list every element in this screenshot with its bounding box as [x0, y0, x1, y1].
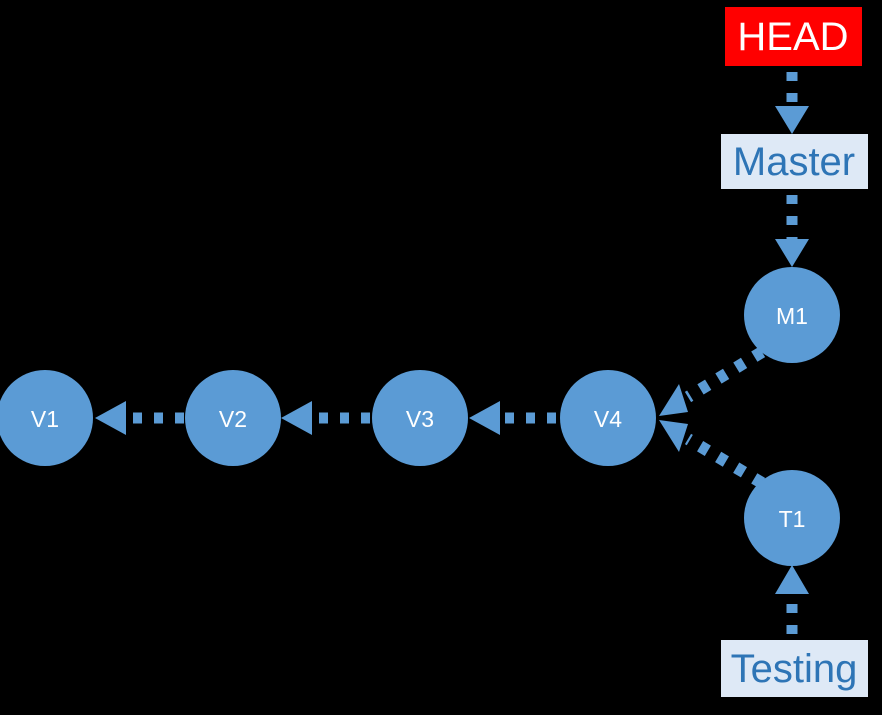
commit-node-m1[interactable]: M1 [744, 267, 840, 363]
edge-head-to-master [775, 72, 809, 134]
commit-circle-v2[interactable] [185, 370, 281, 466]
head-pointer-label: HEAD [737, 15, 848, 59]
edge-t1-to-v4-line [684, 433, 766, 489]
branch-pointer-testing-label: Testing [731, 647, 858, 691]
commit-label-v3: V3 [406, 406, 434, 432]
commit-label-v1: V1 [31, 406, 59, 432]
commit-label-v2: V2 [219, 406, 247, 432]
edge-v2-to-v1 [95, 401, 184, 435]
edge-head-to-master-arrowhead [775, 106, 809, 134]
commit-circle-v3[interactable] [372, 370, 468, 466]
edge-v3-to-v2-arrowhead [281, 401, 312, 435]
commit-circle-v4[interactable] [560, 370, 656, 466]
head-pointer-box[interactable]: HEAD [725, 7, 862, 66]
branch-pointer-master[interactable]: Master [721, 134, 868, 189]
commit-circle-t1[interactable] [744, 470, 840, 566]
edge-v4-to-v3-arrowhead [469, 401, 500, 435]
edge-v3-to-v2 [281, 401, 370, 435]
commit-node-v1[interactable]: V1 [0, 370, 93, 466]
branch-pointer-testing-rect[interactable] [721, 640, 868, 697]
edge-testing-to-t1-arrowhead [775, 565, 809, 594]
branch-pointer-master-label: Master [733, 140, 855, 184]
edge-v2-to-v1-arrowhead [95, 401, 126, 435]
edge-t1-to-v4-arrowhead [659, 420, 688, 452]
edge-master-to-m1-arrowhead [775, 239, 809, 267]
edge-m1-to-v4-arrowhead [659, 384, 688, 416]
commit-node-t1[interactable]: T1 [744, 470, 840, 566]
edge-t1-to-v4 [659, 420, 766, 489]
commit-label-v4: V4 [594, 406, 622, 432]
commit-node-v4[interactable]: V4 [560, 370, 656, 466]
edge-testing-to-t1 [775, 565, 809, 634]
branch-pointer-testing[interactable]: Testing [721, 640, 868, 697]
head-pointer-rect[interactable] [725, 7, 862, 66]
edge-master-to-m1 [775, 195, 809, 267]
commit-circle-m1[interactable] [744, 267, 840, 363]
commit-label-m1: M1 [776, 303, 808, 329]
edge-m1-to-v4 [659, 346, 766, 416]
edge-v4-to-v3 [469, 401, 556, 435]
commit-node-v2[interactable]: V2 [185, 370, 281, 466]
commit-node-v3[interactable]: V3 [372, 370, 468, 466]
commit-label-t1: T1 [779, 506, 806, 532]
branch-pointer-master-rect[interactable] [721, 134, 868, 189]
edge-m1-to-v4-line [684, 346, 766, 403]
commit-circle-v1[interactable] [0, 370, 93, 466]
